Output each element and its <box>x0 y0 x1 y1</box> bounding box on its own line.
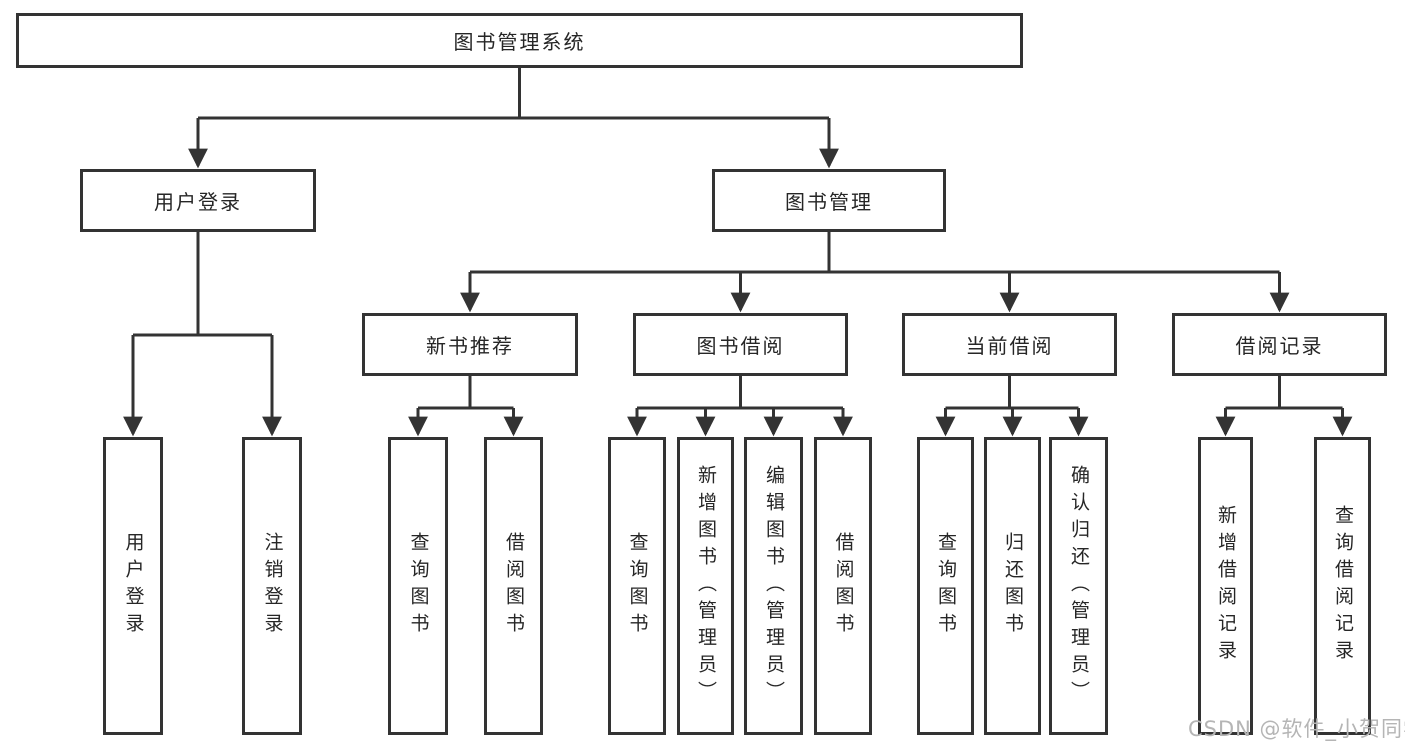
leaf-cb-confirm-return-admin-label: 确认归还（管理员） <box>1068 464 1090 708</box>
node-book-borrowing-label: 图书借阅 <box>696 334 785 358</box>
node-current-borrowing: 当前借阅 <box>902 313 1117 376</box>
node-user-login: 用户登录 <box>80 169 316 232</box>
connector-root-to-level2 <box>188 68 839 169</box>
node-book-management-label: 图书管理 <box>785 190 873 214</box>
node-new-book-recommendation: 新书推荐 <box>362 313 578 376</box>
leaf-nb-borrow-book-label: 借阅图书 <box>503 532 525 640</box>
leaf-br-query-record-label: 查询借阅记录 <box>1332 505 1354 667</box>
leaf-br-add-record-label: 新增借阅记录 <box>1215 505 1237 667</box>
leaf-logout-label: 注销登录 <box>261 532 284 640</box>
csdn-watermark: CSDN @软件_小贺同学 <box>1188 717 1405 741</box>
leaf-nb-query-book-label: 查询图书 <box>407 532 430 640</box>
leaf-bb-borrow-book-label: 借阅图书 <box>832 532 855 640</box>
node-borrowing-records: 借阅记录 <box>1172 313 1387 376</box>
leaf-cb-query-book: 查询图书 <box>917 437 974 735</box>
leaf-br-query-record: 查询借阅记录 <box>1314 437 1371 735</box>
leaf-cb-return-book: 归还图书 <box>984 437 1041 735</box>
leaf-bb-edit-book-admin-label: 编辑图书（管理员） <box>763 464 785 708</box>
leaf-bb-query-book: 查询图书 <box>608 437 666 735</box>
leaf-nb-query-book: 查询图书 <box>388 437 448 735</box>
leaf-bb-add-book-admin: 新增图书（管理员） <box>677 437 734 735</box>
connector-current-borrowing <box>935 376 1089 437</box>
connector-book-borrowing <box>627 376 853 437</box>
node-new-book-recommendation-label: 新书推荐 <box>426 334 514 358</box>
leaf-user-login: 用户登录 <box>103 437 163 735</box>
leaf-bb-edit-book-admin: 编辑图书（管理员） <box>744 437 803 735</box>
leaf-user-login-label: 用户登录 <box>122 532 145 640</box>
leaf-nb-borrow-book: 借阅图书 <box>484 437 543 735</box>
node-user-login-label: 用户登录 <box>154 190 242 214</box>
leaf-cb-return-book-label: 归还图书 <box>1002 532 1024 640</box>
node-book-management: 图书管理 <box>712 169 946 232</box>
connector-borrowing-records <box>1215 376 1353 437</box>
connector-new-book <box>408 376 524 437</box>
leaf-bb-borrow-book: 借阅图书 <box>814 437 872 735</box>
leaf-br-add-record: 新增借阅记录 <box>1198 437 1253 735</box>
leaf-bb-add-book-admin-label: 新增图书（管理员） <box>695 464 717 708</box>
node-current-borrowing-label: 当前借阅 <box>965 334 1054 358</box>
connector-book-management <box>460 232 1290 313</box>
leaf-cb-query-book-label: 查询图书 <box>935 532 957 640</box>
leaf-cb-confirm-return-admin: 确认归还（管理员） <box>1049 437 1108 735</box>
leaf-bb-query-book-label: 查询图书 <box>626 532 649 640</box>
leaf-logout: 注销登录 <box>242 437 302 735</box>
connector-user-login <box>123 232 282 437</box>
node-root-label: 图书管理系统 <box>453 30 586 54</box>
node-root: 图书管理系统 <box>16 13 1023 68</box>
node-book-borrowing: 图书借阅 <box>633 313 848 376</box>
node-borrowing-records-label: 借阅记录 <box>1235 334 1324 358</box>
